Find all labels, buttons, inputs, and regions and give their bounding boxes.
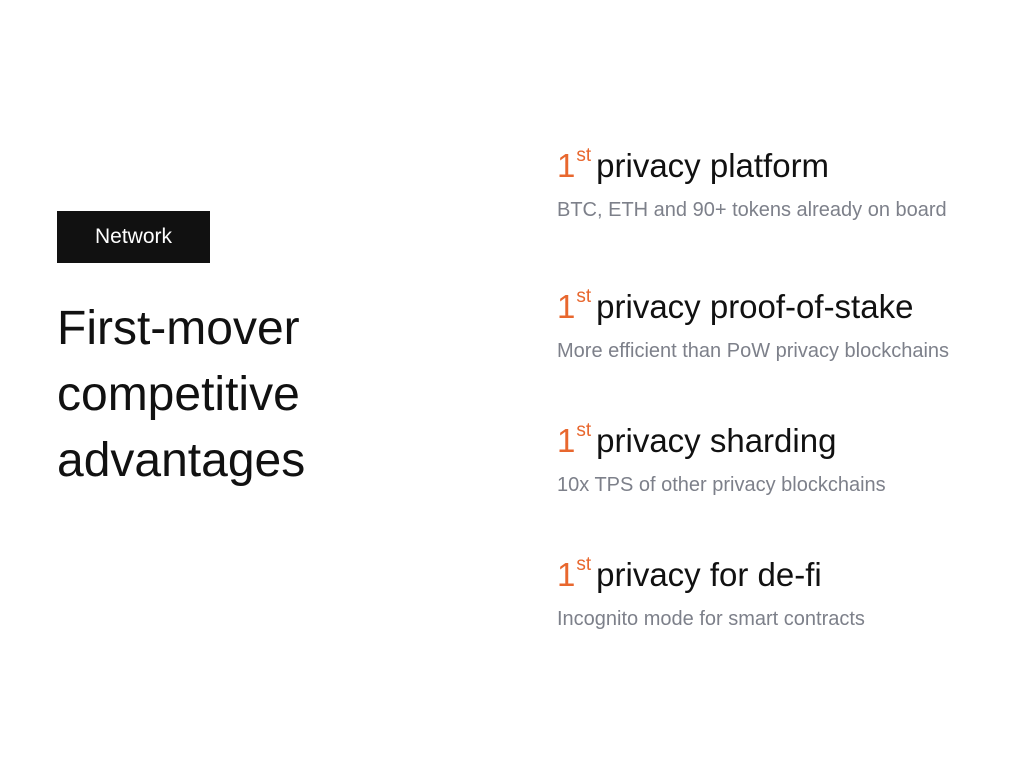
advantage-description: Incognito mode for smart contracts [557, 608, 865, 630]
headline: First-mover competitive advantages [57, 296, 437, 494]
advantage-description: BTC, ETH and 90+ tokens already on board [557, 199, 947, 221]
headline-line: advantages [57, 434, 306, 487]
advantage-title-text: privacy proof-of-stake [596, 288, 914, 325]
network-tag: Network [57, 211, 210, 263]
headline-line: First-mover [57, 302, 300, 355]
rank-suffix: st [576, 420, 592, 441]
advantage-title-text: privacy platform [596, 147, 830, 184]
rank-number: 1st [557, 286, 592, 325]
rank-number: 1st [557, 420, 592, 459]
headline-line: competitive [57, 368, 300, 421]
rank-suffix: st [576, 145, 592, 166]
rank-suffix: st [576, 554, 592, 575]
advantage-title-text: privacy for de-fi [596, 556, 822, 593]
advantage-description: More efficient than PoW privacy blockcha… [557, 340, 950, 362]
advantage-title-text: privacy sharding [596, 422, 837, 459]
rank-number: 1st [557, 554, 592, 593]
rank-suffix: st [576, 286, 592, 307]
rank-number: 1st [557, 145, 592, 184]
advantage-description: 10x TPS of other privacy blockchains [557, 474, 886, 496]
